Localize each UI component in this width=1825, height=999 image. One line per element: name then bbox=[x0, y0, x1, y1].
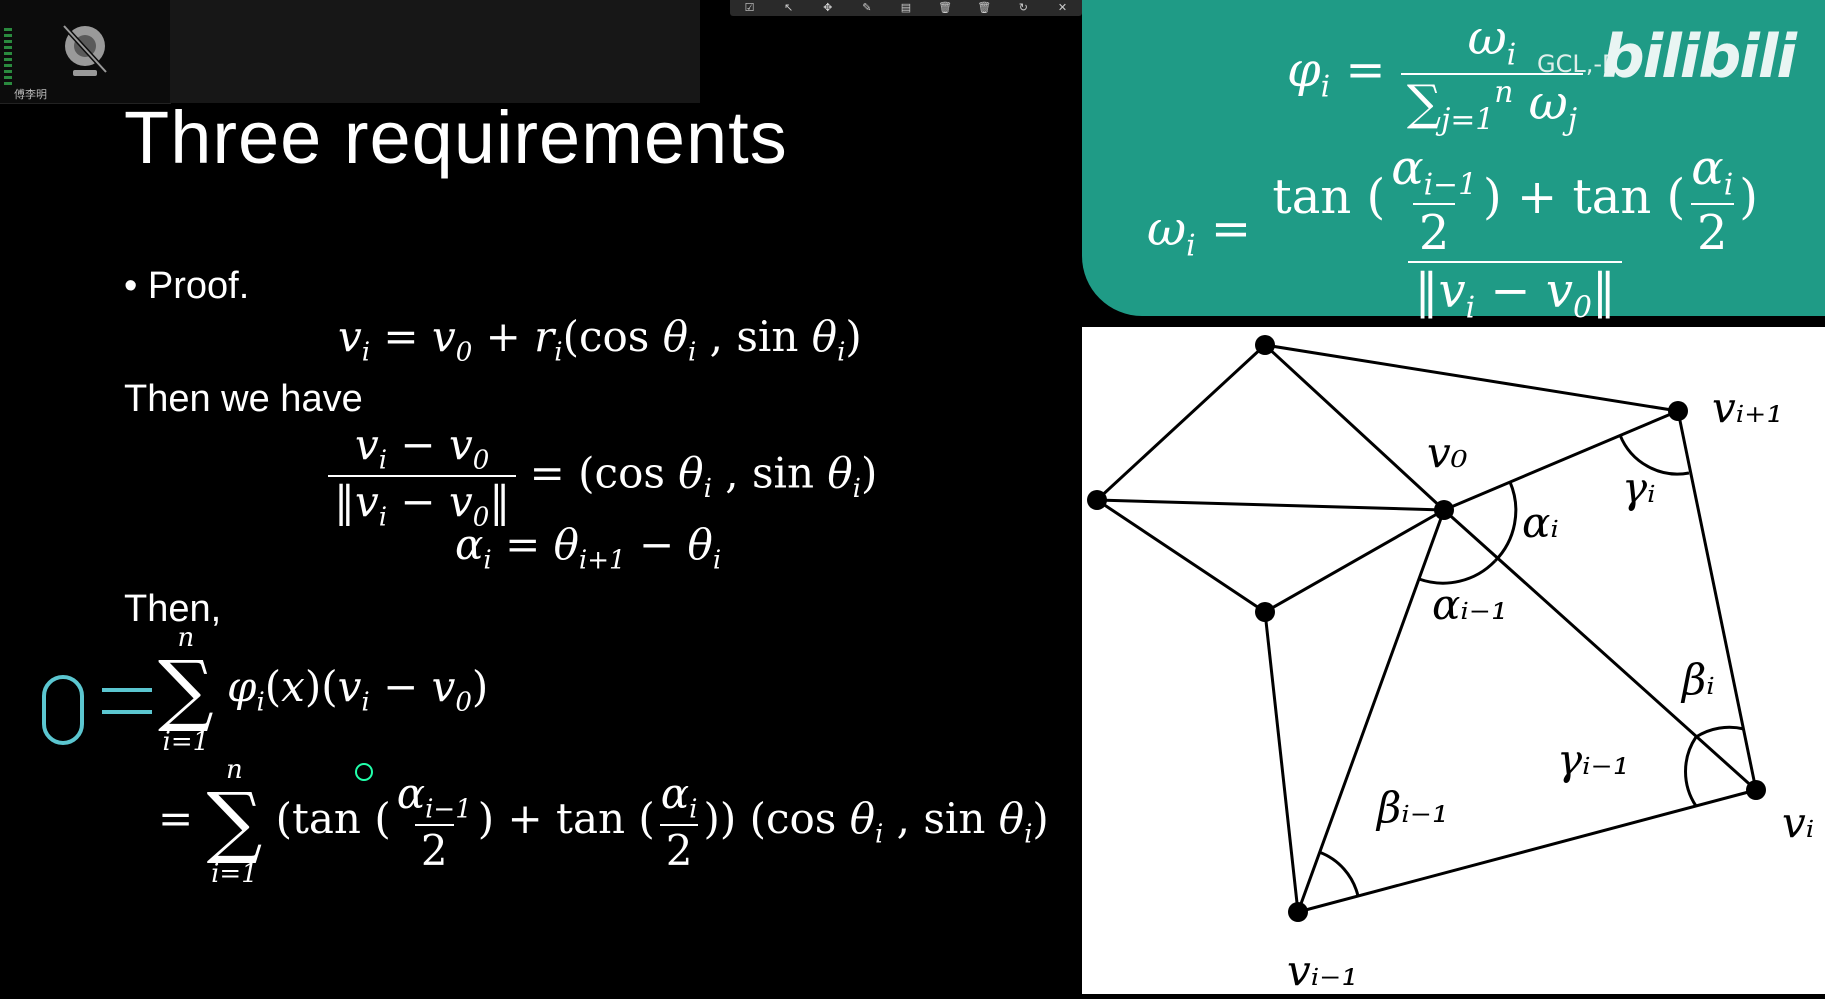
select-icon[interactable]: ☑ bbox=[744, 2, 755, 14]
blurred-region bbox=[170, 0, 700, 103]
mesh-diagram-svg: v₀ vᵢ₊₁ vᵢ vᵢ₋₁ αᵢ αᵢ₋₁ γᵢ βᵢ γᵢ₋₁ βᵢ₋₁ bbox=[1087, 335, 1814, 995]
text-then: Then, bbox=[124, 588, 222, 630]
participant-name: 傅李明 bbox=[14, 89, 47, 101]
edge bbox=[1442, 508, 1758, 792]
label-vi-plus-1: vᵢ₊₁ bbox=[1712, 383, 1783, 432]
edge bbox=[1676, 410, 1758, 791]
edge bbox=[1297, 788, 1757, 914]
vertex bbox=[1255, 602, 1275, 622]
vertex-vi bbox=[1746, 780, 1766, 800]
edge bbox=[1263, 611, 1300, 913]
formula-box: φi = ωi∑j=1n ωj GCL,-F bilibili ωi = tan… bbox=[1082, 0, 1825, 325]
label-vi: vᵢ bbox=[1782, 798, 1814, 847]
label-alpha-i: αᵢ bbox=[1522, 498, 1559, 547]
equation-vi-definition: vi = v0 + ri(cos θi , sin θi) bbox=[338, 312, 862, 368]
audio-level-meter bbox=[4, 28, 12, 88]
handwritten-zero bbox=[42, 675, 84, 745]
camera-off-icon bbox=[62, 24, 108, 76]
bullet-proof: • Proof. bbox=[124, 265, 250, 307]
edge bbox=[1095, 343, 1267, 502]
annotation-toolbar: ☑ ↖ ✥ ✎ ▤ 🗑 🗑 ↻ ✕ bbox=[730, 0, 1082, 16]
arc-alpha-i bbox=[1493, 481, 1518, 563]
clear-icon[interactable]: 🗑 bbox=[977, 2, 992, 14]
slide-title: Three requirements bbox=[124, 96, 788, 179]
vertex-vi-minus-1 bbox=[1288, 902, 1308, 922]
edge bbox=[1264, 343, 1679, 413]
label-vi-minus-1: vᵢ₋₁ bbox=[1287, 946, 1358, 994]
mesh-diagram: v₀ vᵢ₊₁ vᵢ vᵢ₋₁ αᵢ αᵢ₋₁ γᵢ βᵢ γᵢ₋₁ βᵢ₋₁ bbox=[1082, 327, 1825, 995]
edge bbox=[1263, 343, 1446, 512]
pointer-icon[interactable]: ↖ bbox=[784, 2, 794, 14]
arc-gamma-i bbox=[1618, 434, 1690, 476]
pointer-cursor-icon bbox=[355, 763, 373, 781]
vertex bbox=[1255, 335, 1275, 355]
pen-icon[interactable]: ✎ bbox=[862, 2, 872, 14]
edge bbox=[1096, 498, 1266, 614]
move-icon[interactable]: ✥ bbox=[823, 2, 833, 14]
label-beta-i: βᵢ bbox=[1680, 655, 1715, 704]
arc-beta-i-minus-1 bbox=[1318, 850, 1360, 897]
label-alpha-i-minus-1: αᵢ₋₁ bbox=[1432, 580, 1508, 629]
arc-gamma-i-minus-1 bbox=[1684, 736, 1698, 807]
equation-sum-phi: n∑i=1 φi(x)(vi − v0) bbox=[158, 623, 489, 757]
eraser-icon[interactable]: 🗑 bbox=[938, 2, 953, 14]
highlighter-icon[interactable]: ▤ bbox=[900, 2, 912, 14]
bullet-text: Proof. bbox=[147, 265, 250, 307]
text-then-we-have: Then we have bbox=[124, 378, 363, 420]
equation-phi-normalized: φi = ωi∑j=1n ωj bbox=[1287, 10, 1584, 137]
label-gamma-i-minus-1: γᵢ₋₁ bbox=[1557, 735, 1630, 784]
close-icon[interactable]: ✕ bbox=[1057, 2, 1068, 14]
arc-beta-i bbox=[1695, 725, 1745, 739]
overlay-text: GCL,-F bbox=[1537, 50, 1616, 78]
bilibili-logo: bilibili bbox=[1601, 22, 1797, 92]
vertex-vi-plus-1 bbox=[1668, 401, 1688, 421]
webcam-thumbnail[interactable]: 傅李明 bbox=[0, 0, 171, 104]
arc-alpha-i-minus-1 bbox=[1418, 559, 1497, 585]
equation-unit-direction: vi − v0‖vi − v0‖ = (cos θi , sin θi) bbox=[328, 420, 877, 533]
label-beta-i-minus-1: βᵢ₋₁ bbox=[1375, 783, 1449, 832]
vertex bbox=[1087, 490, 1107, 510]
edge bbox=[1096, 498, 1445, 512]
label-v0: v₀ bbox=[1427, 428, 1468, 477]
equation-alpha: αi = θi+1 − θi bbox=[455, 520, 722, 576]
undo-icon[interactable]: ↻ bbox=[1018, 2, 1028, 14]
edge bbox=[1443, 409, 1679, 512]
edge bbox=[1264, 508, 1445, 614]
vertex-v0 bbox=[1434, 500, 1454, 520]
handwritten-equals bbox=[102, 688, 152, 714]
label-gamma-i: γᵢ bbox=[1622, 463, 1656, 512]
edge bbox=[1296, 509, 1446, 913]
